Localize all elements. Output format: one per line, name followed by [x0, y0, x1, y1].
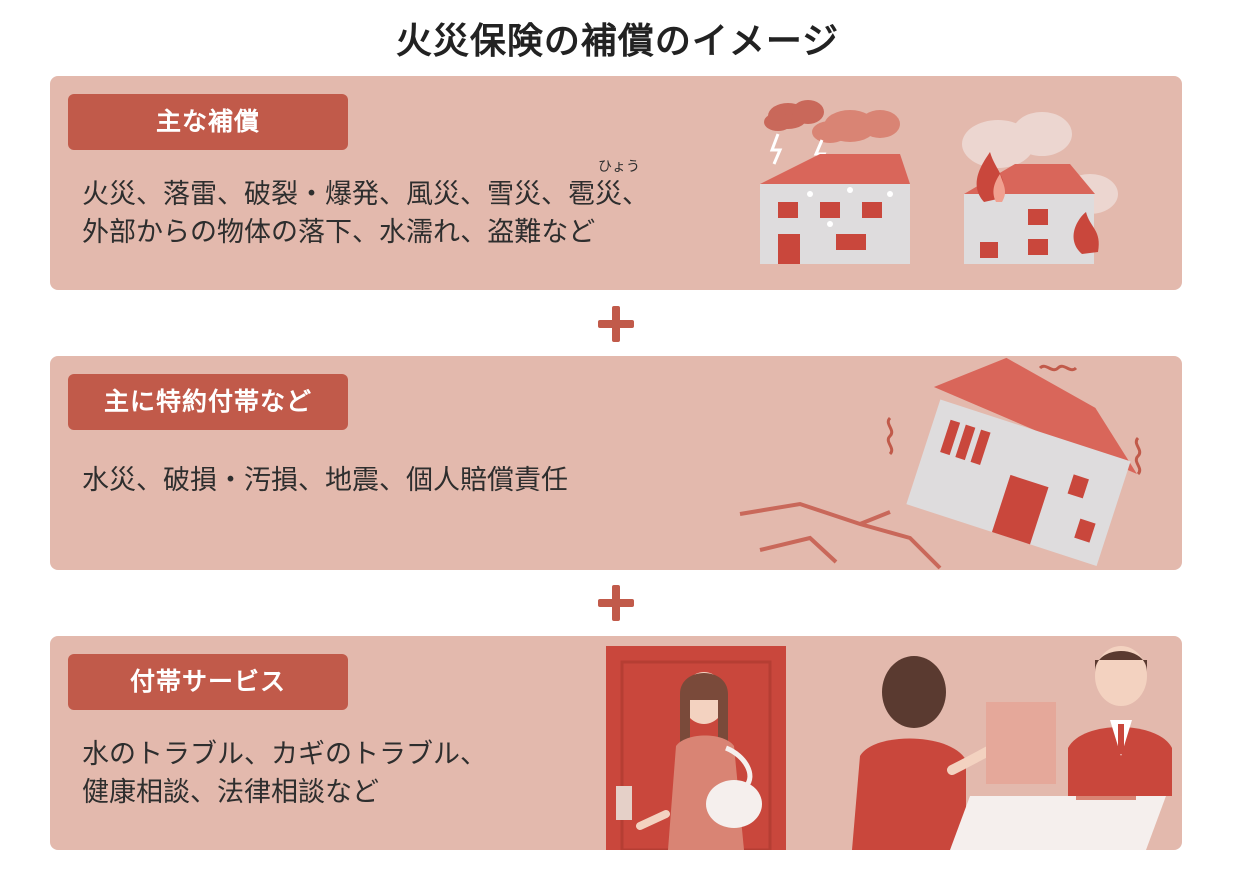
ruby-annotation: ひょう	[598, 159, 640, 175]
section-text: 火災、落雷、破裂・爆発、風災、雪災、雹災、 外部からの物体の落下、水濡れ、盗難な…	[82, 176, 649, 252]
plus-icon	[596, 304, 636, 344]
tilted-house-icon	[906, 357, 1137, 566]
section-label: 主な補償	[68, 94, 348, 150]
section-text-line: 火災、落雷、破裂・爆発、風災、雪災、雹災、	[82, 179, 649, 210]
services-people-illustration	[606, 646, 1172, 850]
ground-crack-icon	[739, 501, 942, 570]
section-text-line: 外部からの物体の落下、水濡れ、盗難など	[82, 217, 596, 248]
section-text-line: 健康相談、法律相談など	[82, 777, 379, 808]
shake-lines-icon	[886, 364, 1142, 476]
section-text: 水のトラブル、カギのトラブル、 健康相談、法律相談など	[82, 736, 487, 812]
page-title: 火災保険の補償のイメージ	[395, 21, 840, 62]
section-main-coverage: 主な補償 ひょう 火災、落雷、破裂・爆発、風災、雪災、雹災、 外部からの物体の落…	[50, 76, 1182, 290]
section-text: 水災、破損・汚損、地震、個人賠償責任	[82, 462, 568, 500]
plus-icon	[596, 583, 636, 623]
section-label: 主に特約付帯など	[68, 374, 348, 430]
staff-member-icon	[1068, 646, 1172, 796]
desk-icon	[950, 702, 1166, 850]
section-label: 付帯サービス	[68, 654, 348, 710]
woman-with-bag-icon	[636, 672, 762, 850]
section-text-line: 水災、破損・汚損、地震、個人賠償責任	[82, 465, 568, 496]
house-fire-icon	[962, 112, 1118, 264]
section-text-line: 水のトラブル、カギのトラブル、	[82, 739, 487, 770]
house-storm-icon	[760, 154, 910, 264]
storm-cloud-icon	[764, 100, 900, 143]
section-services: 付帯サービス 水のトラブル、カギのトラブル、 健康相談、法律相談など	[50, 636, 1182, 850]
section-riders: 主に特約付帯など 水災、破損・汚損、地震、個人賠償責任	[50, 356, 1182, 570]
earthquake-house-illustration	[739, 357, 1142, 570]
storm-and-fire-houses-illustration	[760, 100, 1118, 264]
